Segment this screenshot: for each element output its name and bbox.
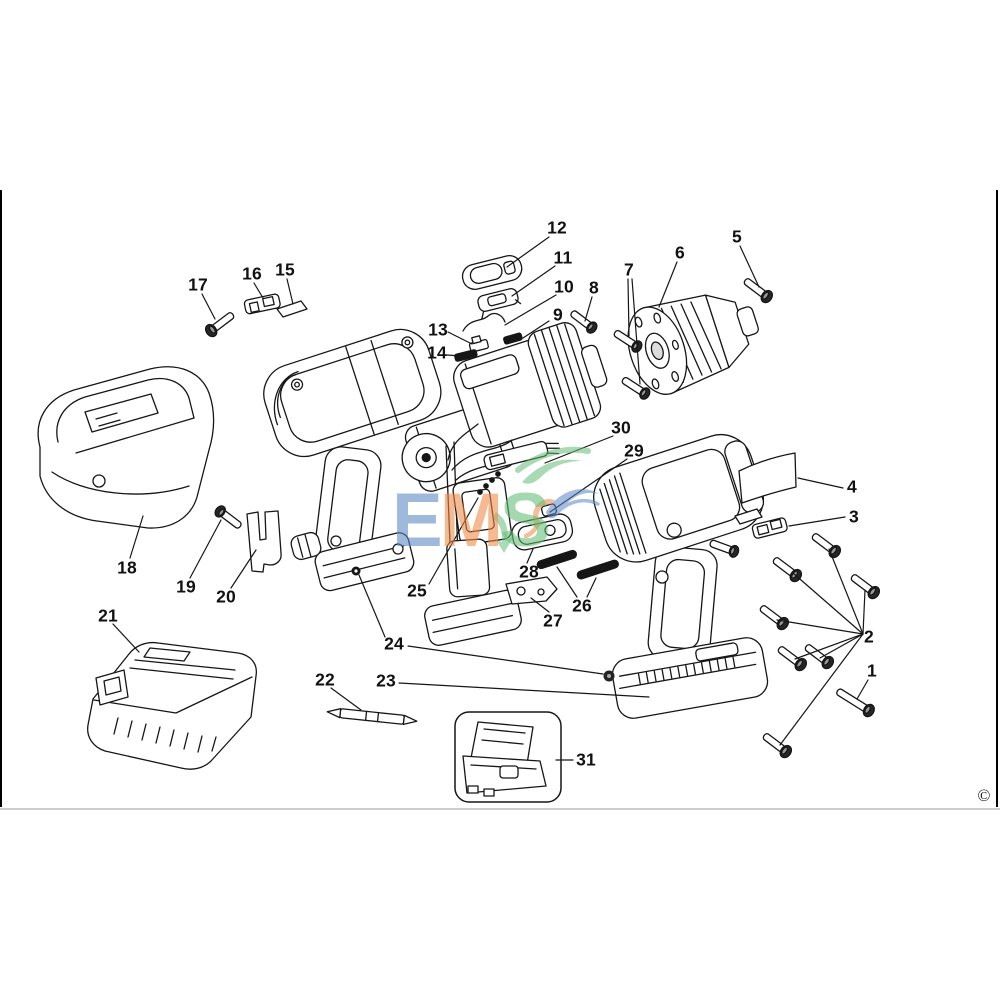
motor-gearbox-drawing bbox=[401, 322, 608, 492]
watermark-swoosh-green-arrow bbox=[493, 512, 514, 553]
part-label-14: 14 bbox=[427, 342, 447, 363]
left-housing-half-drawing bbox=[263, 328, 442, 592]
part-label-30: 30 bbox=[611, 417, 631, 438]
top-cover-12-drawing bbox=[461, 254, 523, 290]
clip-set-3-drawing bbox=[734, 508, 788, 539]
long-screw-1-drawing bbox=[836, 688, 875, 718]
part-label-10: 10 bbox=[554, 276, 574, 297]
part-label-23: 23 bbox=[376, 670, 396, 691]
kitbox-drawing bbox=[454, 711, 562, 803]
part-label-9: 9 bbox=[553, 304, 563, 325]
watermark-swoosh-orange-tail bbox=[523, 521, 541, 539]
grip-bumper-26a-drawing bbox=[536, 549, 578, 570]
copyright-mark: © bbox=[977, 786, 991, 805]
grip-bumper-26b-drawing bbox=[576, 559, 619, 580]
contact-strip-14-drawing bbox=[454, 349, 478, 362]
part-label-12: 12 bbox=[547, 217, 567, 238]
part-label-13: 13 bbox=[428, 319, 448, 340]
bracket-11-drawing bbox=[477, 288, 522, 320]
part-label-27: 27 bbox=[543, 610, 563, 631]
clip-screw-17-drawing bbox=[204, 312, 235, 338]
part-label-28: 28 bbox=[519, 561, 539, 582]
part-label-6: 6 bbox=[675, 242, 685, 263]
part-label-2: 2 bbox=[864, 626, 874, 647]
nut-drawing bbox=[351, 566, 615, 682]
part-label-29: 29 bbox=[624, 440, 644, 461]
part-label-20: 20 bbox=[216, 586, 236, 607]
part-label-25: 25 bbox=[407, 580, 427, 601]
part-label-18: 18 bbox=[117, 557, 137, 578]
part-label-26: 26 bbox=[572, 595, 592, 616]
part-label-17: 17 bbox=[188, 274, 208, 295]
part-label-15: 15 bbox=[275, 259, 295, 280]
part-label-24: 24 bbox=[384, 633, 404, 654]
screwdriver-bit-drawing bbox=[326, 708, 418, 725]
part-label-21: 21 bbox=[98, 605, 118, 626]
page-edge-left bbox=[0, 190, 2, 807]
bit-holder-drawing bbox=[290, 531, 322, 561]
connector-13-drawing bbox=[468, 335, 489, 353]
page-bottom-rule bbox=[0, 808, 1000, 810]
part-label-4: 4 bbox=[847, 476, 857, 497]
part-label-31: 31 bbox=[576, 749, 596, 770]
cover-plate-28-drawing bbox=[511, 513, 574, 551]
watermark-swooshes bbox=[493, 446, 600, 553]
clip-16-drawing bbox=[243, 293, 281, 315]
watermark-swoosh-green-band bbox=[515, 446, 591, 473]
lead-wire-10-drawing bbox=[462, 312, 506, 332]
watermark-swoosh-blue-tail bbox=[558, 498, 600, 512]
charger-drawing bbox=[37, 366, 215, 529]
motor-screw-8-drawing bbox=[570, 310, 598, 334]
part-label-7: 7 bbox=[624, 259, 634, 280]
belt-hook-20-drawing bbox=[246, 510, 282, 573]
gearbox-screw-7b-drawing bbox=[621, 376, 651, 400]
chuck-screw-5-drawing bbox=[743, 278, 774, 304]
mounting-plate-27-drawing bbox=[505, 576, 558, 605]
page-edge-right bbox=[996, 190, 998, 807]
gearbox-screw-7a-drawing bbox=[613, 329, 643, 353]
chuck-drawing bbox=[627, 294, 759, 395]
part-label-19: 19 bbox=[176, 576, 196, 597]
battery-pack-drawing bbox=[87, 641, 257, 770]
part-label-8: 8 bbox=[589, 277, 599, 298]
label-sheet-4-drawing bbox=[738, 452, 797, 504]
part-label-16: 16 bbox=[242, 263, 262, 284]
part-label-11: 11 bbox=[553, 247, 573, 268]
part-label-1: 1 bbox=[867, 660, 877, 681]
part-label-22: 22 bbox=[315, 669, 335, 690]
clip-screw-19-drawing bbox=[214, 505, 242, 529]
part-label-5: 5 bbox=[732, 226, 742, 247]
switch-module-drawing bbox=[424, 423, 541, 646]
part-label-3: 3 bbox=[849, 506, 859, 527]
switch-slider-9-drawing bbox=[503, 332, 523, 345]
watermark-swoosh-green-leaf bbox=[522, 459, 582, 484]
name-plate-15-drawing bbox=[276, 300, 308, 318]
